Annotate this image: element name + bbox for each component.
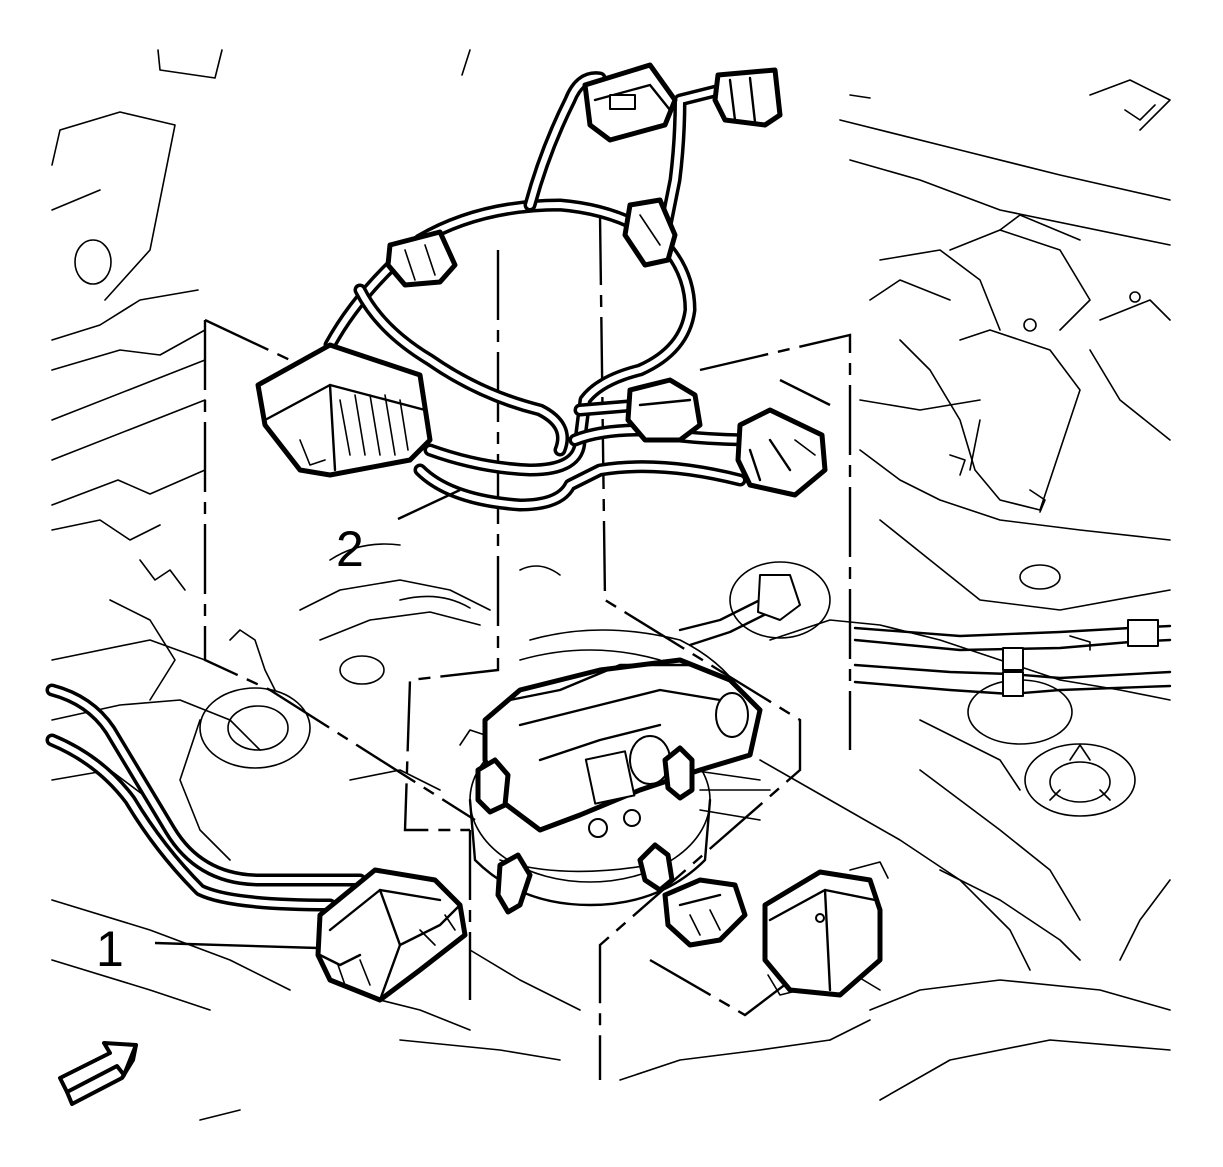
pump-clips <box>475 745 695 915</box>
callout-2: 2 <box>336 488 461 577</box>
connector-1[interactable] <box>315 867 468 1003</box>
control-module-connector <box>662 877 748 948</box>
fuel-pump-module <box>459 657 771 838</box>
callout-1-label: 1 <box>96 921 124 977</box>
harness-small-connector-center <box>622 197 678 268</box>
vehicle-front-arrow-icon <box>58 1041 138 1106</box>
harness-right-connector-b <box>735 407 828 498</box>
fuel-pump-control-module <box>762 861 889 998</box>
vehicle-floor-background <box>51 49 1172 1121</box>
harness-top-right-connector <box>712 67 783 128</box>
callout-1: 1 <box>96 921 319 977</box>
harness-top-connector <box>582 62 678 143</box>
harness-small-connector-left <box>385 229 458 288</box>
harness-main-connector <box>255 342 433 478</box>
exploded-view-frames <box>203 214 871 1080</box>
connector-1-cables <box>45 683 367 912</box>
harness-right-connector-a <box>625 377 703 443</box>
callout-2-label: 2 <box>336 521 364 577</box>
